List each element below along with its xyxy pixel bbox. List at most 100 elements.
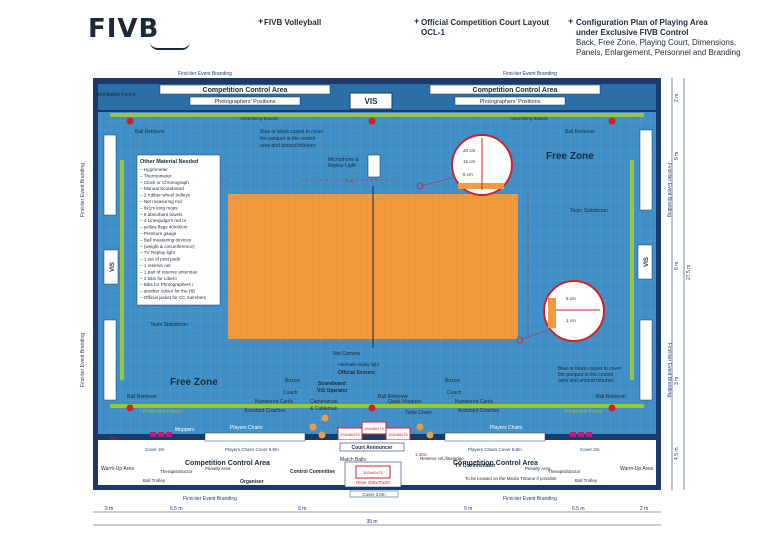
alternate-replay-label: Alternate replay light	[338, 362, 380, 367]
branding-right-bottom: First-tier Event Branding	[666, 343, 672, 397]
checklist-item: – yellow flags 40x40cm	[140, 225, 188, 230]
fivb-logo: FIVB	[88, 14, 160, 44]
players-cover-left: Players Chairs Cover 5.8m	[225, 447, 279, 452]
ad-boards-right	[630, 160, 634, 380]
enl-bottom-ref	[516, 336, 524, 344]
checklist-item: – 8x1m long mops	[140, 205, 178, 210]
ad-boards-label-right: Advertising Boards	[510, 116, 549, 121]
header-title-3a: Configuration Plan of Playing Area	[576, 18, 708, 27]
cover-3m-box	[349, 490, 399, 498]
staff-marker	[318, 431, 326, 439]
table-cover-label: Table Cover	[405, 410, 432, 416]
header-title-1: FIVB Volleyball	[264, 18, 322, 27]
penalty-right: Penalty Area	[525, 466, 551, 471]
header-col-2: Official Competition Court Layout OCL-1	[421, 18, 549, 38]
net-camera-label: Net Camera	[333, 351, 360, 357]
table-300	[355, 465, 391, 479]
staff-marker	[309, 423, 317, 431]
ad-boards-top	[110, 113, 644, 117]
control-committee-label: Control Committee	[290, 469, 335, 475]
checklist-item: – TV Replay light	[140, 250, 176, 255]
vis-left	[103, 249, 119, 285]
plus-icon: +	[258, 16, 264, 26]
cca-box-left	[159, 84, 331, 95]
court-announcer-label: Court Announcer	[352, 445, 393, 451]
scoreboard-label: Scoreboard	[318, 381, 346, 387]
plus-icon: +	[414, 16, 420, 26]
cover-2m-left: Cover 2m	[145, 447, 165, 452]
carpet-note-bottom-1: Blue or black carpet to cover	[558, 366, 622, 372]
cca-bottom-left: Competition Control Area	[185, 460, 270, 467]
size-180: 180x60x75	[364, 426, 384, 431]
checklist-item: – Hygrometer	[140, 167, 168, 172]
replay-light	[367, 154, 381, 178]
replay-light-label: Replay Light	[328, 163, 356, 169]
coach-right: Coach	[447, 390, 462, 396]
team-statistician-left: Team Statistician	[150, 322, 188, 328]
branding-left-top: First-tier Event Branding	[80, 163, 86, 217]
riser-label: Riser 400x70x20	[356, 480, 390, 485]
protection-fence-left: Protection Fence	[143, 409, 181, 415]
court-announcer-box	[339, 442, 405, 452]
assistant-coaches-right: Assistant Coaches	[458, 408, 500, 414]
vis-top-label: VIS	[365, 97, 379, 106]
plus-icon: +	[568, 16, 574, 26]
ball-retriever-marker	[126, 117, 134, 125]
header-title-3b: under Exclusive FIVB Control	[576, 28, 689, 37]
ball-retriever-label: Ball Retriever	[596, 394, 626, 400]
free-zone-bottom: Free Zone	[170, 377, 218, 388]
header-title-2: Official Competition Court Layout	[421, 18, 549, 27]
checklist-item: – Thermometer	[140, 173, 172, 178]
dim-3m-v: 3 m	[674, 377, 680, 385]
chair	[158, 432, 164, 437]
size-300: 300x60x75	[363, 470, 383, 475]
buzzer-left: Buzzer	[285, 378, 301, 384]
organiser-label: Organiser	[240, 479, 264, 485]
chair	[570, 432, 576, 437]
ball-trolley-right: Ball Trolley	[575, 478, 598, 483]
vis-right	[637, 244, 653, 280]
ad-boards-left	[120, 160, 124, 380]
ad-boards-bottom	[110, 404, 644, 408]
numbered-cards-left: Numbered Cards	[255, 399, 294, 405]
ball-retriever-label: Ball Retriever	[378, 394, 408, 400]
header-desc-3b: Panels, Enlargement, Personnel and Brand…	[576, 48, 741, 57]
checklist-item: – Net measuring rod	[140, 199, 182, 204]
delimitation-fence: Delimitation Fence	[94, 92, 136, 98]
media-note: To be located on the Media Tribune if po…	[465, 476, 557, 481]
ball-retriever-label: Ball Retriever	[565, 129, 595, 135]
checklist-item: – Official jacket for CC members	[140, 295, 207, 300]
dim-65m-left: 6.5 m	[170, 506, 183, 512]
photographers-right-bottom	[639, 319, 653, 401]
warm-up-right: Warm-Up Area	[620, 466, 653, 472]
cca-box-right	[429, 84, 601, 95]
players-chairs-left-label: Players Chairs	[230, 425, 263, 431]
photographers-left-top	[103, 134, 117, 216]
branding-top-left: First-tier Event Branding	[178, 71, 232, 77]
warm-up-left: Warm-Up Area	[101, 466, 134, 472]
team-statistician-right: Team Statistician	[570, 208, 608, 214]
ad-boards-label-left: Advertising Boards	[240, 116, 279, 121]
checklist-item: – Ball measuring devices	[140, 237, 192, 242]
ball-retriever-marker	[126, 404, 134, 412]
carpet-note-bottom-2: the parquet in the control	[558, 372, 613, 378]
dim-130m: 1.30m	[415, 452, 428, 457]
microphone-label: Microphone &	[328, 157, 360, 163]
branding-left-bottom: First-tier Event Branding	[80, 333, 86, 387]
staff-marker	[416, 423, 424, 431]
header-col-1: FIVB Volleyball	[264, 18, 321, 28]
tv-commentator-label: TV Commentator	[455, 463, 495, 469]
size-150-left: 150x60x75	[340, 432, 360, 437]
ball-retriever-label: Ball Retriever	[127, 394, 157, 400]
checklist-item: – Clock or Chronograph	[140, 180, 189, 185]
ball-retriever-marker	[368, 404, 376, 412]
official-scorers-label: Official Scorers	[338, 370, 375, 376]
cableman-label: & Cableman	[310, 406, 338, 412]
enl-bottom-court	[548, 298, 556, 328]
size-150-right: 150x60x75	[388, 432, 408, 437]
assistant-coaches-left: Assistant Coaches	[244, 408, 286, 414]
vis-operator-label: VIS Operator	[317, 388, 348, 394]
enl-top-15cm: 15 cm	[463, 159, 476, 164]
header-col-3: Configuration Plan of Playing Area under…	[576, 18, 741, 58]
cover-3m-label: Cover 3.0m	[362, 492, 386, 497]
